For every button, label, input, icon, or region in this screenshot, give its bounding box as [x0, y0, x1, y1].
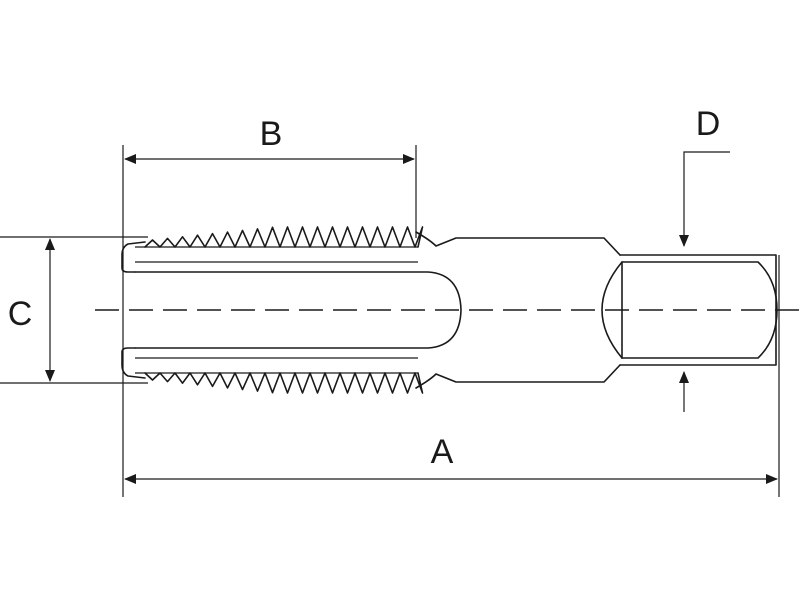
shank-bottom	[415, 364, 621, 389]
tap-body	[121, 226, 778, 394]
square-drive-left-arc	[601, 261, 623, 359]
square-drive-outer	[619, 254, 777, 366]
tap-front-top	[121, 241, 146, 273]
label-d: D	[696, 105, 721, 143]
shank-top	[415, 231, 621, 256]
dimension-d-leader-top	[679, 151, 730, 247]
thread-root-bottom	[135, 357, 418, 374]
thread-root-top	[135, 246, 418, 263]
thread-profile-bottom	[144, 372, 424, 394]
tap-front-bottom	[121, 347, 146, 379]
square-drive-inner	[621, 261, 778, 359]
label-b: B	[260, 115, 283, 153]
label-c: C	[8, 295, 33, 333]
thread-profile-top	[144, 226, 424, 248]
flute-outline	[134, 271, 462, 349]
label-a: A	[431, 433, 454, 471]
